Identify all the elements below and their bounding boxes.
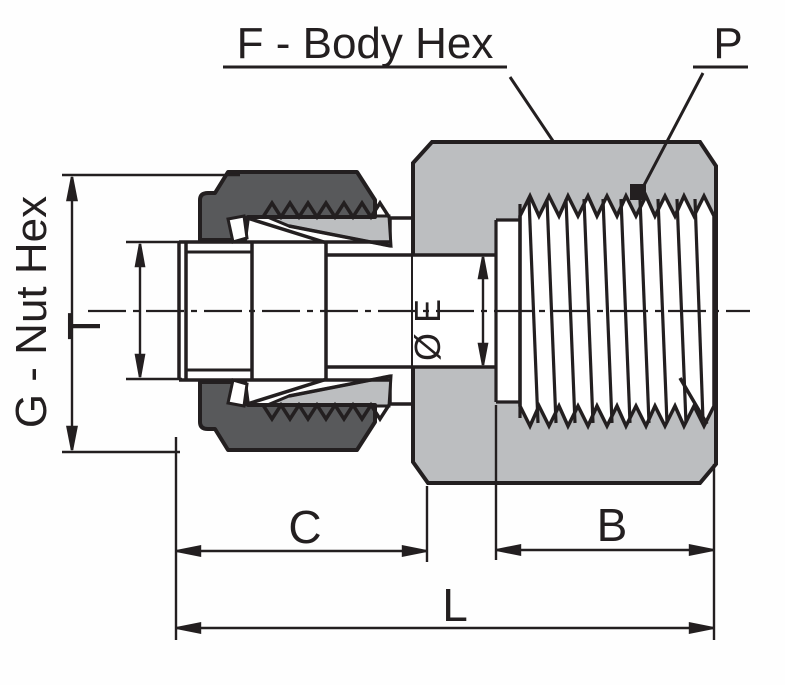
front-ferrule-cone-bottom <box>243 377 328 407</box>
dim-t <box>126 240 182 381</box>
dim-l-arrow-right <box>688 622 714 634</box>
dim-g-arrow-up <box>66 176 78 202</box>
dim-e <box>477 256 489 366</box>
label-dim-b: B <box>597 499 628 551</box>
dim-g-arrow-down <box>66 425 78 451</box>
port-chamfer-line <box>678 377 709 425</box>
label-tube-od: T <box>58 312 110 340</box>
dim-g <box>62 173 240 454</box>
dimension-lines <box>62 173 716 640</box>
f-body-hex-leader <box>508 76 555 142</box>
dim-c-arrow-left <box>176 545 202 557</box>
label-port: P <box>713 19 742 68</box>
label-nut-hex: G - Nut Hex <box>7 196 56 428</box>
leaders <box>223 65 748 192</box>
dim-b-arrow-left <box>496 544 522 556</box>
dim-e-arrow-up <box>477 256 489 280</box>
male-threads-bottom <box>261 401 391 423</box>
dim-b-arrow-right <box>688 544 714 556</box>
back-ferrule-top <box>226 214 249 244</box>
dim-c <box>174 437 429 640</box>
dim-l <box>176 622 714 634</box>
dim-b <box>494 405 716 640</box>
through-bore <box>326 253 496 369</box>
label-bore: Ø E <box>407 299 448 361</box>
back-ferrule-bottom <box>226 378 249 408</box>
p-leader <box>639 72 705 192</box>
ferrules <box>226 214 249 408</box>
dim-l-arrow-left <box>176 622 202 634</box>
dim-e-arrow-down <box>477 342 489 366</box>
p-marker <box>630 184 646 200</box>
dim-t-arrow-down <box>134 353 146 378</box>
dim-t-arrow-up <box>134 243 146 268</box>
male-threads-top <box>261 199 391 221</box>
label-dim-c: C <box>288 501 321 553</box>
label-body-hex: F - Body Hex <box>237 19 494 68</box>
label-dim-l: L <box>442 579 468 631</box>
dim-c-arrow-right <box>401 545 427 557</box>
front-ferrule-cone-top <box>243 215 328 245</box>
